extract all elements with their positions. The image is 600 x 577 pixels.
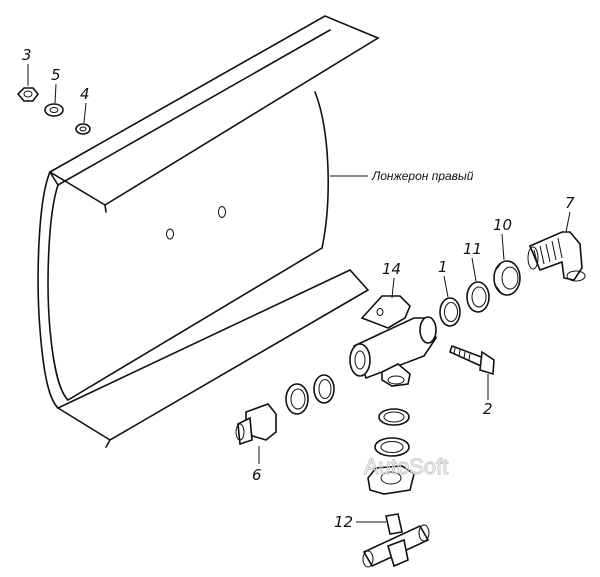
part-7-elbow-fitting [527,211,586,282]
left-seal-rings [285,374,335,415]
lower-nut [367,465,415,495]
part-number-1: 1 [438,258,448,276]
part-6-adapter-fitting [235,403,277,464]
side-rail [37,15,380,448]
part-number-10: 10 [493,216,512,234]
part-number-7: 7 [565,194,575,212]
part-5-washer [44,83,64,117]
part-number-2: 2 [483,400,493,418]
part-1-gasket-ring [439,275,461,327]
part-number-12: 12 [334,513,353,531]
part-number-6: 6 [252,466,262,484]
part-number-14: 14 [382,260,401,278]
part-14-tee-body [349,277,437,387]
part-number-3: 3 [22,46,32,64]
part-12-tee-connector [356,513,430,568]
part-11-sealing-ring [466,257,490,313]
part-10-union-nut [493,233,521,296]
rail-label: Лонжерон правый [371,169,474,183]
watermark: AutoSoft [364,454,448,479]
part-3-nut [16,64,40,102]
lower-seal-rings [374,408,410,457]
part-number-5: 5 [51,66,61,84]
part-number-11: 11 [463,240,482,258]
part-number-4: 4 [80,85,90,103]
part-2-bolt [449,344,495,400]
part-4-spring-washer [75,102,91,135]
